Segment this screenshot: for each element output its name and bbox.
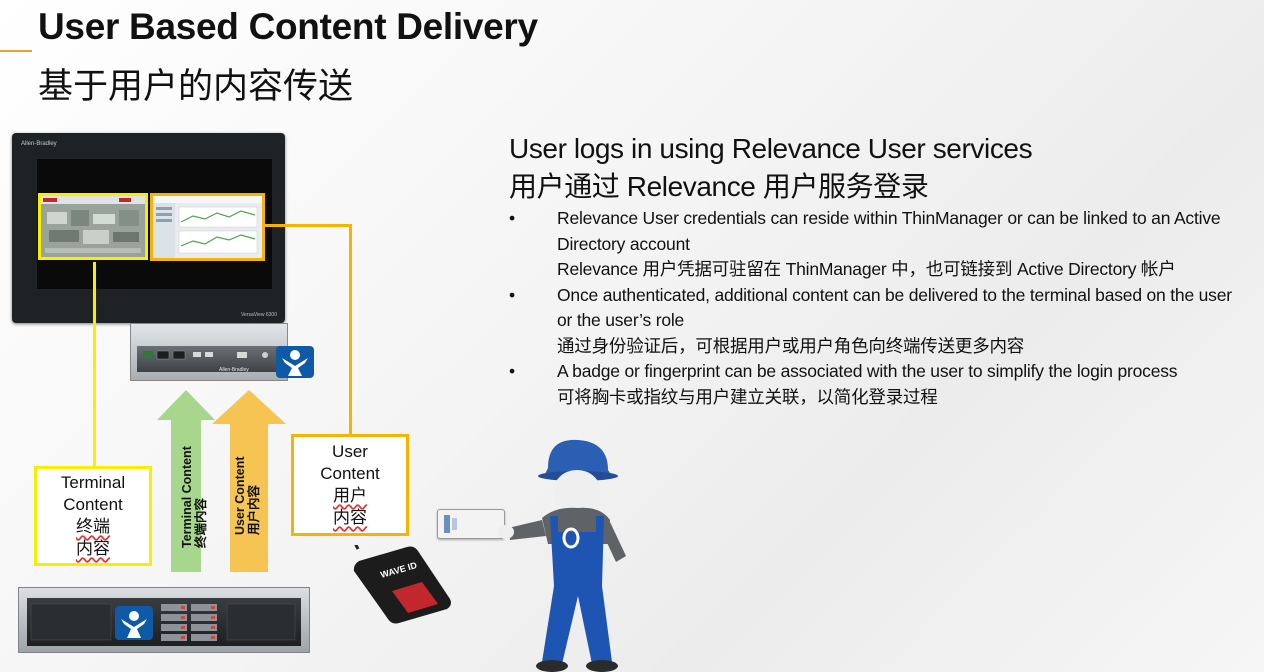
server-drive-bays: [30, 603, 296, 641]
thinmanager-figure-icon: [282, 350, 308, 376]
server-logo-figure-icon: [121, 611, 147, 638]
user-content-box: User Content 用户 内容: [291, 434, 409, 536]
bullet-text-en: A badge or fingerprint can be associated…: [557, 361, 1178, 381]
bullet-item: Relevance User credentials can reside wi…: [509, 206, 1249, 283]
bullet-list: Relevance User credentials can reside wi…: [509, 206, 1249, 410]
thin-client-ports: [143, 350, 268, 360]
server-icon: [18, 587, 310, 653]
user-arrow-label-en: User Content: [233, 456, 247, 535]
terminal-box-zh2: 内容: [76, 539, 110, 559]
badge-reader-icon: WAVE ID: [344, 524, 452, 625]
bullet-item: Once authenticated, additional content c…: [509, 283, 1249, 360]
thin-client-icon: Allen-Bradley: [130, 323, 288, 381]
terminal-content-box: Terminal Content 终端 内容: [34, 466, 152, 566]
badge-card-icon: [437, 509, 505, 539]
title-accent-line: [0, 50, 32, 52]
user-content-screen: [150, 193, 265, 261]
thin-client-front: [137, 346, 281, 372]
terminal-box-line2: Content: [63, 495, 123, 514]
user-connector-line-horizontal: [262, 224, 352, 227]
bullet-text-zh: 通过身份验证后，可根据用户或用户角色向终端传送更多内容: [557, 335, 1025, 356]
user-box-line1: User: [332, 442, 368, 461]
terminal-arrow-label: Terminal Content 终端内容: [180, 446, 208, 549]
bullet-text-zh: Relevance 用户凭据可驻留在 ThinManager 中，也可链接到 A…: [557, 259, 1176, 279]
terminal-arrow-label-en: Terminal Content: [180, 446, 194, 548]
terminal-arrow-label-zh: 终端内容: [194, 497, 208, 548]
terminal-box-line1: Terminal: [60, 473, 126, 492]
server-thinmanager-logo-icon: [115, 606, 153, 640]
thin-client-brand-label: Allen-Bradley: [219, 367, 249, 373]
section-heading: User logs in using Relevance User servic…: [509, 130, 1033, 206]
user-box-zh1: 用户: [333, 486, 367, 506]
server-front: [27, 598, 301, 646]
panel-brand-label: Allen-Bradley: [21, 141, 57, 147]
hmi-trend-graphic: [153, 196, 262, 258]
user-arrow-label-zh: 用户内容: [247, 484, 261, 535]
factory-hmi-graphic: [41, 196, 145, 257]
user-box-line2: Content: [320, 464, 380, 483]
badge-reader-graphic: [344, 524, 451, 624]
badge-card-graphic: [444, 515, 457, 533]
bullet-item: A badge or fingerprint can be associated…: [509, 359, 1249, 410]
terminal-content-screen: [38, 193, 148, 260]
section-heading-en: User logs in using Relevance User servic…: [509, 133, 1033, 164]
slide-title-chinese: 基于用户的内容传送: [38, 67, 354, 107]
bullet-text-en: Once authenticated, additional content c…: [557, 284, 1232, 331]
thinmanager-logo-icon: [276, 346, 314, 378]
panel-model-label: VersaView 6300: [240, 312, 277, 318]
user-content-arrow: [212, 390, 286, 572]
slide-title: User Based Content Delivery: [38, 6, 538, 47]
user-box-zh2: 内容: [333, 508, 367, 528]
user-connector-line-vertical: [349, 224, 352, 436]
terminal-box-zh1: 终端: [76, 517, 110, 537]
terminal-connector-line: [93, 262, 96, 466]
terminal-content-arrow: [157, 390, 215, 572]
bullet-text-zh: 可将胸卡或指纹与用户建立关联，以简化登录过程: [557, 386, 938, 407]
worker-figure-icon: [498, 439, 631, 672]
user-arrow-label: User Content 用户内容: [233, 457, 261, 536]
section-heading-zh: 用户通过 Relevance 用户服务登录: [509, 171, 929, 202]
bullet-text-en: Relevance User credentials can reside wi…: [557, 208, 1221, 254]
